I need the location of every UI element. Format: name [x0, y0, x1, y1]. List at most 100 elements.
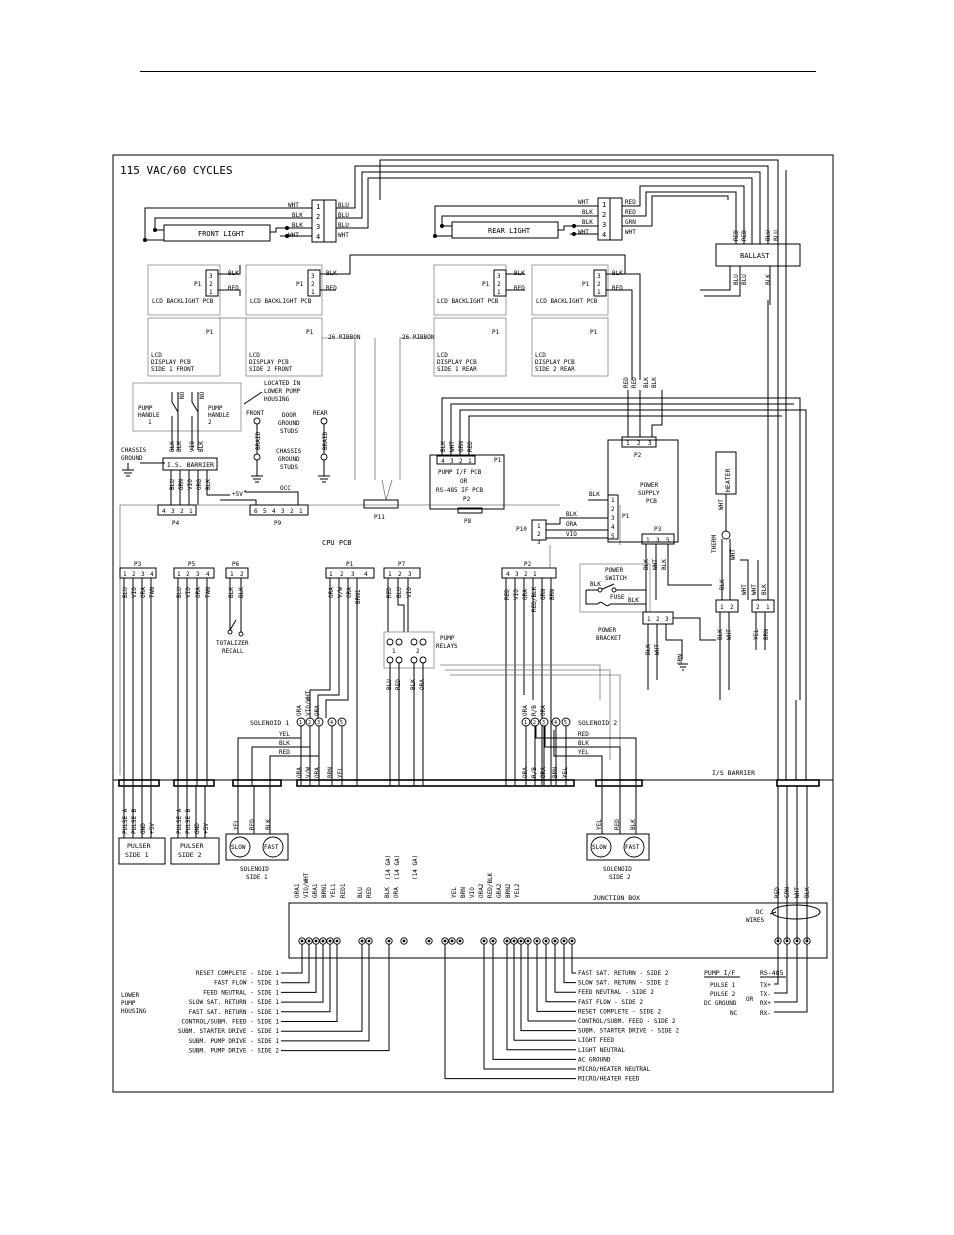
if-wire-2: WHT [449, 441, 456, 452]
ballast-wire-5: BLU [733, 274, 740, 285]
left-leader-2 [281, 944, 310, 984]
pulser2-w1: PULSE A [176, 808, 183, 834]
sol2-w1: RED [578, 731, 589, 738]
left-label-3: FEED NEUTRAL - SIDE 1 [203, 989, 279, 996]
heater-wht: WHT [718, 499, 725, 510]
rl-wire-r3: GRN [625, 219, 636, 226]
ro-wht-2: WHT [751, 584, 758, 595]
if-wire-3: GRN [458, 441, 465, 452]
right-leader-2 [563, 944, 576, 984]
ps-l2: SUPPLY [638, 490, 660, 497]
ballast-group: BALLAST RED RED BLU BLU BLU BLU BLK [336, 165, 801, 305]
p2-pin-2: 2 [524, 571, 528, 578]
located-l2: LOWER PUMP [264, 388, 301, 395]
p6-wire-1: BLK [228, 587, 235, 598]
p3-pin-1: 1 [123, 571, 127, 578]
right-label-11: MICRO/HEATER NEUTRAL [578, 1066, 651, 1073]
bl1-p1: P1 [194, 281, 202, 288]
jb-terminal-dot-2 [307, 939, 311, 943]
ps-p2-conn [621, 436, 657, 448]
switch2-no: NO [199, 391, 206, 399]
bb-5: BLK [205, 479, 212, 490]
jb-top-wire-12: BRN [460, 887, 467, 898]
bl1-conn [205, 269, 219, 297]
sol2-b2: R/B [531, 767, 538, 778]
right-leader-1 [571, 944, 576, 974]
p1-wire-3: ORA [346, 587, 353, 598]
handle2-l1: PUMP [208, 405, 223, 412]
bt-4: BLK [198, 441, 205, 452]
jb-terminal-dot-24 [562, 939, 566, 943]
right-leader-10 [492, 944, 576, 1060]
jb-terminal-dot-29 [805, 939, 809, 943]
ps-p1-conn [607, 494, 619, 540]
lcd2-p1: P1 [306, 329, 314, 336]
ballast-wire-6: BLU [741, 274, 748, 285]
p5-wire-2: VIO [185, 587, 192, 598]
ballast-label: BALLAST [740, 252, 770, 260]
cpu-pcb-group: CPU PCB 4 3 2 1 P4 6 5 4 3 2 1 P9 +5V OC… [119, 397, 801, 775]
front-light-tube [163, 224, 271, 242]
pump-handle-group: PUMP HANDLE 1 PUMP HANDLE 2 NO NO LOCATE… [121, 380, 330, 505]
ps-blk-label: BLK [589, 491, 600, 498]
sol1-top-2: VIO/WHT [305, 690, 312, 716]
p7-pin-3: 3 [408, 571, 412, 578]
lcd1-p1: P1 [206, 329, 214, 336]
p6-pin-2: 2 [240, 571, 244, 578]
bl3-pin2: 2 [497, 281, 501, 288]
p10-wire-2: ORA [566, 521, 577, 528]
pump-handle-housing [132, 382, 242, 432]
hc-pin-1: 1 [720, 604, 724, 611]
ro-blk: BLK [761, 584, 768, 595]
p10-pin-2: 2 [537, 531, 541, 538]
right-label-5: RESET COMPLETE - SIDE 2 [578, 1008, 661, 1015]
door-studs-l1: DOOR [282, 412, 297, 419]
power-supply-group: POWER SUPPLY PCB 1 2 3 4 5 P1 BLK 1 2 3 … [579, 300, 775, 700]
barrier-clip-3 [232, 779, 282, 787]
sol2-b5: YEL [562, 767, 569, 778]
left-label-6: CONTROL/SUBM. FEED - SIDE 1 [181, 1019, 279, 1026]
sol1-top-1: ORA [296, 705, 303, 716]
bt-2: BLK [176, 441, 183, 452]
comm-or: OR [746, 996, 754, 1003]
p5-pin-3: 3 [196, 571, 200, 578]
valve2-w3: BLK [630, 819, 637, 830]
comm-left-1: PULSE 1 [710, 982, 736, 989]
p3-conn [119, 567, 157, 579]
p1-pin-1: 1 [329, 571, 333, 578]
ps-p3-conn [641, 533, 675, 545]
gauge-1: (14 GA) [385, 855, 392, 880]
pulser2-l2: SIDE 2 [178, 851, 202, 859]
p2-wire-3: ORA [522, 589, 529, 600]
sol1-n1: 1 [299, 720, 302, 726]
solenoid-valve-2 [586, 833, 650, 861]
rear-light-label: REAR LIGHT [488, 227, 531, 235]
ps-p1-3: 3 [611, 515, 615, 522]
bl3-wire-red: RED [514, 285, 525, 292]
jb-terminal-dot-11 [427, 939, 431, 943]
p9-pin-6: 6 [254, 508, 258, 515]
valve1-l2: SIDE 1 [246, 874, 268, 881]
if-p2-label: P2 [463, 496, 471, 503]
sol2-n2: 2 [533, 720, 536, 726]
bracket-l1: POWER [598, 627, 616, 634]
sol2-b3: ORA [540, 767, 547, 778]
lcd-display-3 [433, 317, 507, 377]
comm-right-4: RX- [760, 1010, 771, 1017]
lcd4-p1: P1 [590, 329, 598, 336]
jb-terminal-dot-26 [776, 939, 780, 943]
lower-pump-l2: PUMP [121, 1000, 136, 1007]
lcd2-l1: LCD [249, 352, 260, 359]
valve2-w2: RED [614, 819, 621, 830]
sol1-b4: BRN [327, 767, 334, 778]
rl-wire-l3: BLK [582, 219, 593, 226]
valve1-w1: YEL [233, 819, 240, 830]
bl2-pin1: 1 [311, 289, 315, 296]
right-leader-4 [545, 944, 576, 1003]
jb-terminal-dot-19 [519, 939, 523, 943]
p1-pin-3: 3 [351, 571, 355, 578]
barrier-clip-6 [776, 779, 820, 787]
bl2-label: LCD BACKLIGHT PCB [250, 298, 312, 305]
